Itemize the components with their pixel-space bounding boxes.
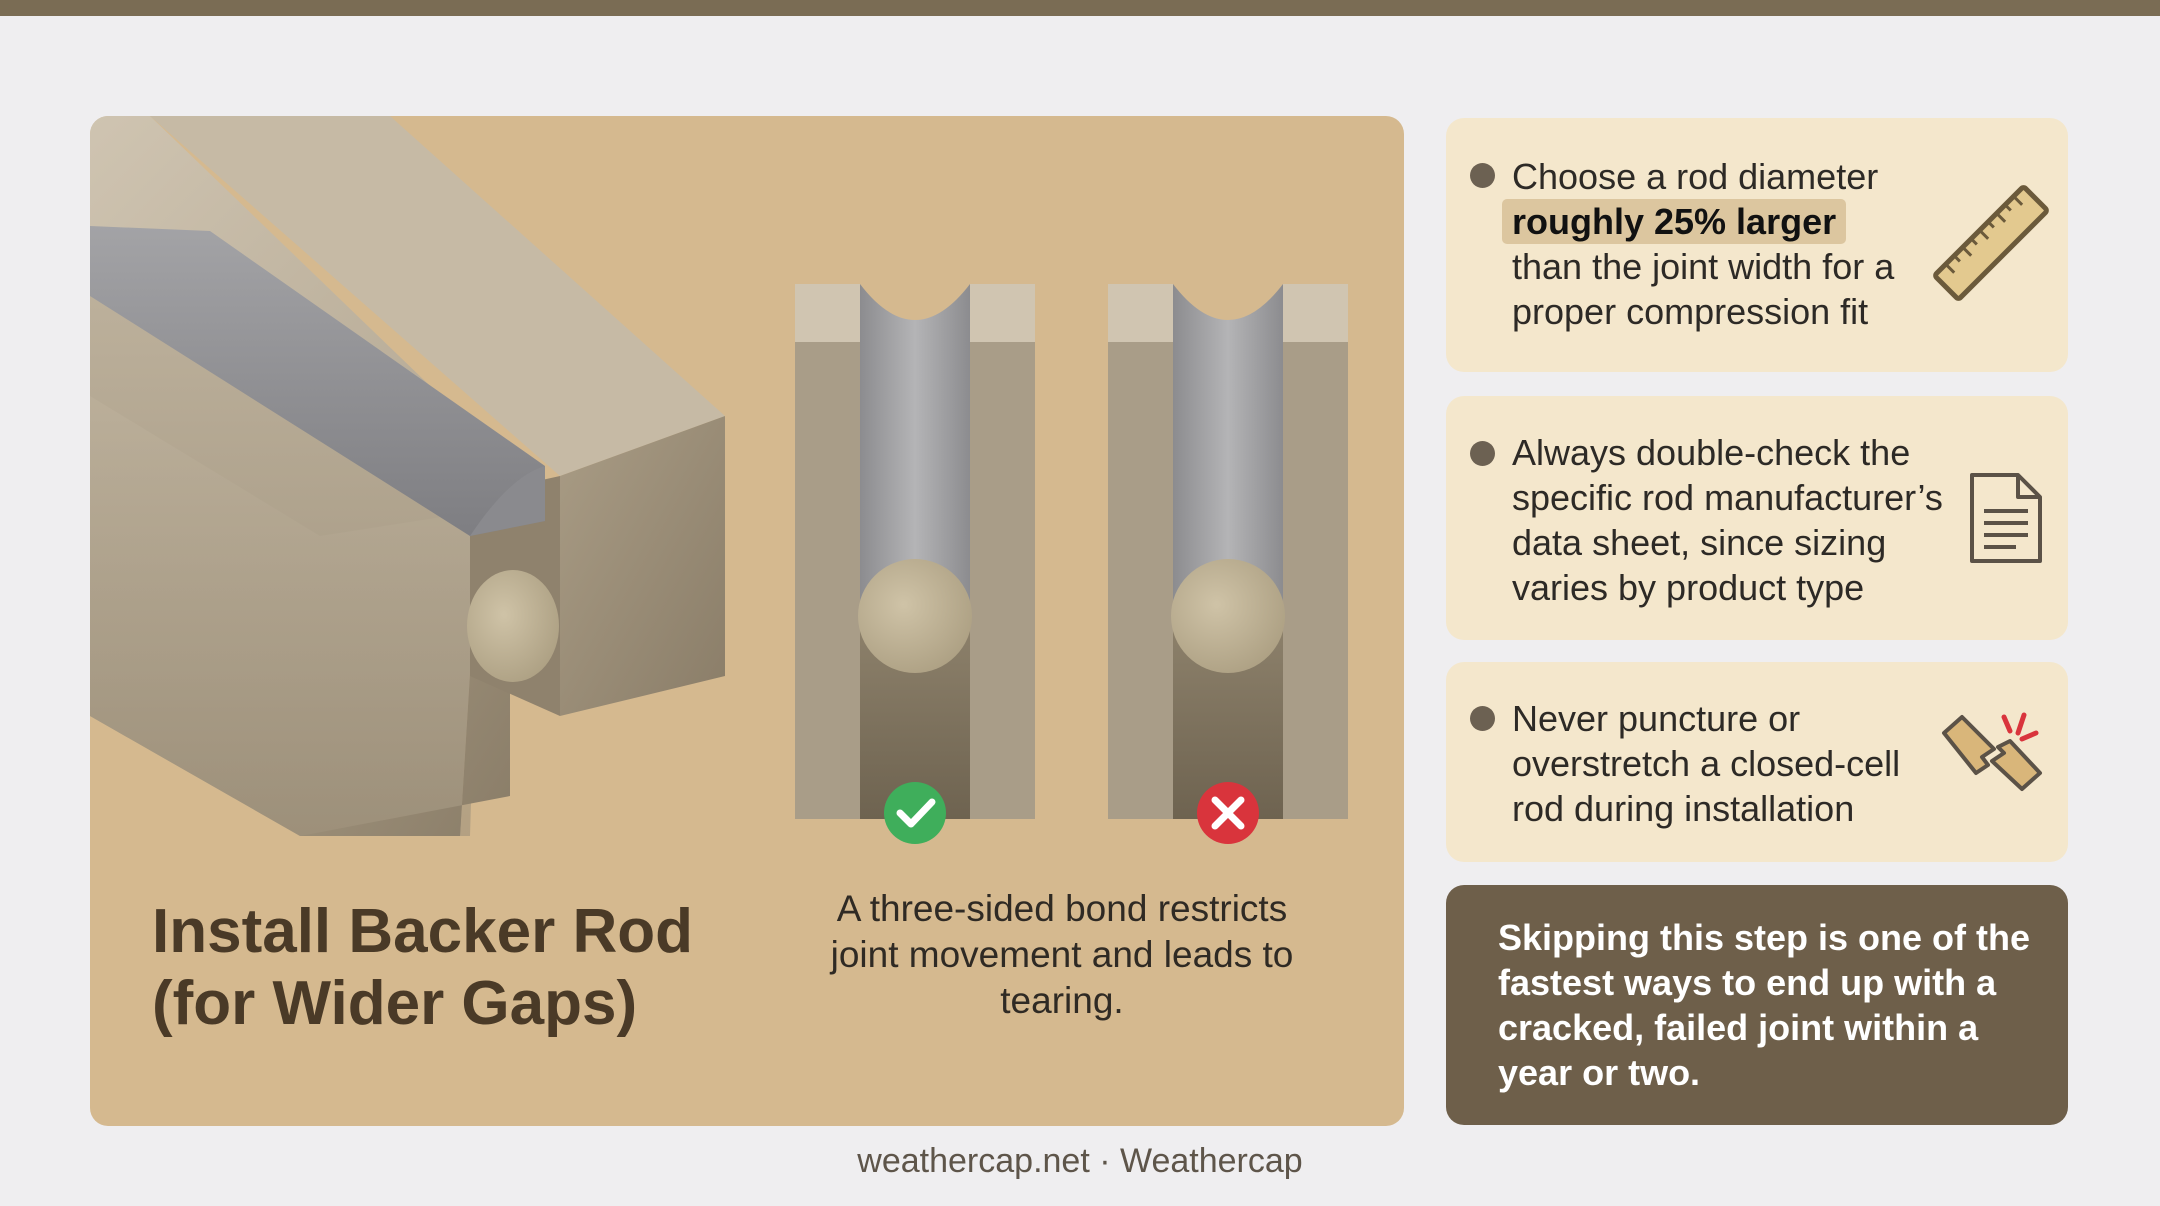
tip-highlight: roughly 25% larger	[1502, 199, 1847, 244]
hero-title: Install Backer Rod (for Wider Gaps)	[152, 896, 772, 1040]
tip-text: Always double-check the specific rod man…	[1512, 432, 1943, 608]
hero-caption: A three-sided bond restricts joint movem…	[830, 888, 1294, 1021]
bullet-dot	[1470, 163, 1495, 188]
footer-attribution: weathercap.net · Weathercap	[857, 1142, 1303, 1180]
tip-card-no-puncture: Never puncture or overstretch a closed-c…	[1446, 662, 2068, 862]
tip-text-pre: Choose a rod diameter	[1512, 156, 1879, 197]
tip-card-rod-diameter: Choose a rod diameter roughly 25% larger…	[1446, 118, 2068, 372]
ruler-icon	[1933, 185, 2049, 301]
tip-text: Choose a rod diameter roughly 25% larger…	[1502, 154, 1932, 334]
bullet-dot	[1470, 441, 1495, 466]
document-icon	[1970, 473, 2042, 563]
bullet-dot	[1470, 706, 1495, 731]
warning-text: Skipping this step is one of the fastest…	[1498, 917, 2031, 1093]
warning-callout: Skipping this step is one of the fastest…	[1446, 885, 2068, 1125]
hero-title-line1: Install Backer Rod	[152, 897, 693, 966]
tip-text-post: than the joint width for a proper compre…	[1512, 246, 1895, 332]
backer-rod-illustration	[90, 116, 1348, 844]
backer-rod-end	[467, 570, 559, 682]
tip-text: Never puncture or overstretch a closed-c…	[1512, 698, 1901, 829]
top-accent-bar	[0, 0, 2160, 16]
hero-panel: Install Backer Rod (for Wider Gaps) A th…	[90, 116, 1404, 1126]
broken-rod-icon	[1942, 712, 2042, 791]
hero-title-line2: (for Wider Gaps)	[152, 969, 638, 1038]
good-joint-section	[795, 284, 1035, 819]
tip-card-data-sheet: Always double-check the specific rod man…	[1446, 396, 2068, 640]
check-icon	[884, 782, 946, 844]
bad-joint-section	[1108, 284, 1348, 819]
caulk-bead	[90, 226, 559, 682]
